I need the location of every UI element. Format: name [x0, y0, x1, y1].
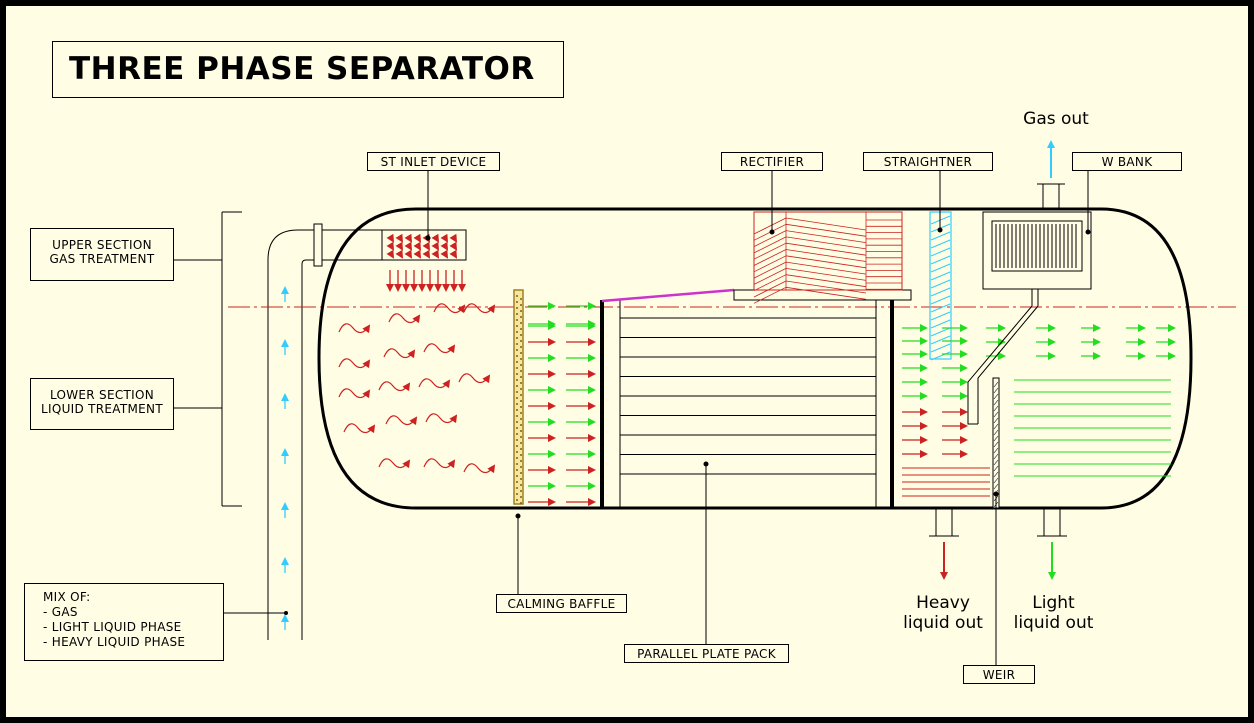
inlet-device-label: ST INLET DEVICE: [367, 152, 500, 171]
gas-nozzle: [1037, 140, 1065, 209]
mix-title: MIX OF:: [43, 590, 91, 604]
upper-line2: GAS TREATMENT: [49, 252, 155, 266]
rectifier: [753, 211, 903, 304]
heavy-line1: Heavy: [916, 593, 970, 613]
light-liquid-out-label: Light liquid out: [996, 593, 1111, 633]
straightner-label: STRAIGHTNER: [863, 152, 993, 171]
section-bracket: [174, 211, 242, 507]
rectifier-base: [733, 289, 912, 301]
w-bank: [967, 211, 1092, 425]
straightner: [929, 211, 952, 361]
mix-label: MIX OF: - GAS - LIGHT LIQUID PHASE - HEA…: [24, 583, 224, 661]
inlet-drop-arrows: [386, 270, 466, 292]
light-nozzle: [1037, 508, 1067, 580]
heavy-line2: liquid out: [903, 613, 983, 633]
lower-line2: LIQUID TREATMENT: [41, 402, 163, 416]
lower-section-label: LOWER SECTION LIQUID TREATMENT: [30, 378, 174, 430]
inlet-pipe: [267, 223, 382, 640]
heavy-liquid-out-label: Heavy liquid out: [878, 593, 1008, 633]
separator-drawing: [174, 140, 1236, 665]
heavy-liquid-layer: [902, 467, 990, 497]
title-box: THREE PHASE SEPARATOR: [52, 41, 564, 98]
gas-out-label: Gas out: [1023, 109, 1089, 129]
upper-line1: UPPER SECTION: [52, 238, 152, 252]
mix-item-gas: - GAS: [43, 605, 78, 619]
parallel-plate-pack-label: PARALLEL PLATE PACK: [624, 644, 789, 663]
weir-label: WEIR: [963, 665, 1035, 684]
upper-section-label: UPPER SECTION GAS TREATMENT: [30, 228, 174, 281]
diagram-canvas: THREE PHASE SEPARATOR UPPER SECTION GAS …: [6, 6, 1248, 717]
settling-arrows: [902, 324, 1176, 458]
turbulent-flow-swirls: [338, 303, 496, 474]
rectifier-label: RECTIFIER: [721, 152, 823, 171]
vessel-shell: [317, 207, 1193, 510]
mix-item-heavy: - HEAVY LIQUID PHASE: [43, 635, 186, 649]
mix-item-light: - LIGHT LIQUID PHASE: [43, 620, 182, 634]
parallel-plate-pack: [600, 300, 894, 508]
light-line2: liquid out: [1013, 613, 1094, 633]
leader-lines: [425, 171, 1091, 665]
w-bank-label: W BANK: [1072, 152, 1182, 171]
calming-baffle: [513, 289, 524, 505]
mist-plate: [601, 288, 735, 303]
weir-plate: [992, 377, 1000, 509]
post-baffle-arrows: [528, 302, 596, 506]
inlet-device: [381, 229, 467, 261]
heavy-nozzle: [929, 508, 959, 580]
light-liquid-layer: [1014, 379, 1171, 477]
page-title: THREE PHASE SEPARATOR: [69, 51, 535, 87]
lower-line1: LOWER SECTION: [49, 388, 155, 402]
calming-baffle-label: CALMING BAFFLE: [496, 594, 627, 613]
light-line1: Light: [1032, 593, 1075, 613]
